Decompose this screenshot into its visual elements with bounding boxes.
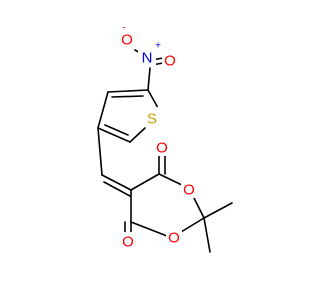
thiophene-s-label: S	[147, 111, 157, 128]
atom-labels: O - N + O S O O O O	[120, 23, 197, 251]
thiophene-s-atom: S	[144, 107, 160, 128]
bond-c4-c3	[97, 91, 109, 129]
nitro-n-charge: +	[155, 41, 161, 52]
ring-o-lower-label: O	[168, 230, 180, 247]
bond-c5-n	[147, 67, 151, 91]
bond-c2m-me1	[203, 202, 233, 219]
ring-o-lower-atom: O	[166, 228, 182, 247]
nitro-n-atom: N +	[138, 41, 161, 67]
carbonyl-o-lower-label: O	[122, 234, 134, 251]
bond-c2-s	[129, 127, 146, 143]
bond-c2m-o1	[180, 217, 205, 233]
bond-c5m-c4m	[130, 173, 160, 191]
bond-c2-ch	[97, 127, 103, 176]
nitro-o-double-atom: O	[162, 51, 178, 70]
nitro-o-minus-label: O	[121, 32, 133, 49]
bond-ch-c5m-double	[103, 181, 131, 197]
bond-c4m-o3	[158, 173, 185, 187]
bond-c3-c2	[97, 127, 131, 143]
bond-o1-c6m	[130, 221, 168, 237]
bond-c3-c2-inner	[104, 124, 129, 136]
nitro-n-label: N	[142, 50, 153, 67]
ring-o-upper-atom: O	[181, 180, 197, 199]
carbonyl-o-lower-atom: O	[120, 232, 136, 251]
carbonyl-o-upper-label: O	[156, 140, 168, 157]
bond-s-c5	[147, 89, 159, 109]
nitro-o-minus-charge: -	[122, 23, 125, 34]
bond-c5-c4	[107, 89, 149, 93]
bond-c5-c4-inner	[111, 95, 144, 98]
bond-ch-c5m	[101, 174, 132, 191]
nitro-o-minus-atom: O -	[120, 23, 136, 49]
carbonyl-o-upper-atom: O	[154, 138, 170, 157]
nitro-o-double-label: O	[164, 53, 176, 70]
molecule-structure: O - N + O S O O O O	[97, 23, 233, 253]
ring-o-upper-label: O	[183, 182, 195, 199]
bond-c2m-me2	[203, 217, 211, 253]
